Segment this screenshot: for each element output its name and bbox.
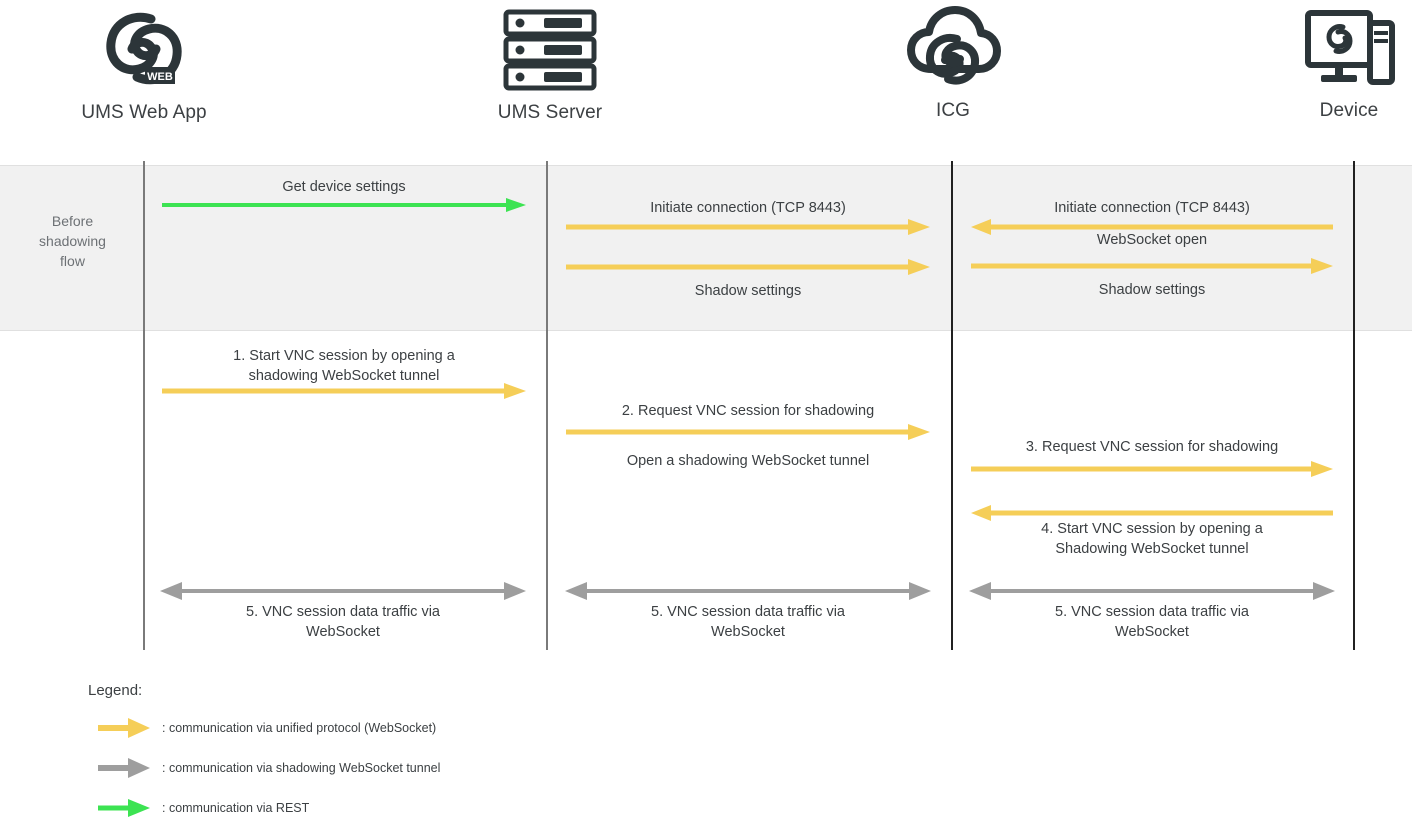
message-label-step-4: 4. Start VNC session by opening a Shadow… [1041,521,1263,557]
message-label-step-2: 2. Request VNC session for shadowing [621,403,875,419]
server-rack-icon [440,4,660,96]
message-arrow-step-5-b [565,582,931,600]
desktop-device-icon [1239,2,1412,94]
cloud-gateway-icon [843,2,1063,94]
message-arrow-get-device-settings [162,198,526,212]
message-arrow-step-1 [162,383,526,399]
message-arrow-step-3 [971,461,1333,477]
band-label-line-2: shadowing [39,233,106,249]
message-arrow-step-5-a [160,582,526,600]
message-label-open-shadowing-tunnel: Open a shadowing WebSocket tunnel [626,453,870,469]
message-arrow-initiate-connection-device [971,219,1333,235]
legend-arrow-shadowing-tunnel-icon [98,757,150,779]
before-shadowing-flow-band [0,165,1412,331]
before-shadowing-flow-label: Before shadowing flow [5,211,140,271]
message-label-shadow-settings-device: Shadow settings [1098,282,1206,298]
message-arrow-step-5-c [969,582,1335,600]
lifeline-ums-web-app [143,161,145,650]
message-label-step-1: 1. Start VNC session by opening a shadow… [233,348,455,384]
legend-text-rest: : communication via REST [162,801,310,815]
legend-title: Legend: [88,682,143,699]
message-label-step-5-a: 5. VNC session data traffic via WebSocke… [246,604,440,640]
message-label-step-5-b: 5. VNC session data traffic via WebSocke… [651,604,845,640]
message-label-get-device-settings: Get device settings [282,179,406,195]
message-label-shadow-settings-server: Shadow settings [694,283,802,299]
actor-icg[interactable]: ICG [843,2,1063,122]
lifeline-ums-server [546,161,548,650]
actor-ums-server[interactable]: UMS Server [440,4,660,124]
svg-text:WEB: WEB [147,71,173,83]
message-arrow-shadow-settings-server [566,259,930,275]
band-label-line-1: Before [51,213,94,229]
legend-text-shadowing-tunnel: : communication via shadowing WebSocket … [162,761,441,775]
message-label-step-3: 3. Request VNC session for shadowing [1025,439,1279,455]
message-label-websocket-open: WebSocket open [1096,232,1208,248]
legend-text-unified-protocol: : communication via unified protocol (We… [162,721,437,735]
actor-device[interactable]: Device [1239,2,1412,122]
actor-label-icg: ICG [935,100,971,121]
message-label-initiate-connection-server: Initiate connection (TCP 8443) [650,200,846,216]
actor-label-ums-server: UMS Server [497,102,603,123]
actor-label-device: Device [1319,100,1379,121]
lifeline-device [1353,161,1355,650]
legend-arrow-unified-protocol-icon [98,717,150,739]
message-arrow-step-2 [566,424,930,440]
legend-item-unified-protocol: : communication via unified protocol (We… [98,717,436,739]
message-label-step-5-c: 5. VNC session data traffic via WebSocke… [1055,604,1249,640]
band-label-line-3: flow [60,253,85,269]
legend-item-rest: : communication via REST [98,797,309,819]
message-arrow-shadow-settings-device [971,258,1333,274]
lifeline-icg [951,161,953,650]
message-arrow-step-4 [971,505,1333,521]
ums-web-app-logo-icon: WEB [34,4,254,96]
legend-arrow-rest-icon [98,797,150,819]
actor-label-ums-web-app: UMS Web App [81,102,207,123]
actor-ums-web-app[interactable]: WEB UMS Web App [34,4,254,124]
legend-item-shadowing-tunnel: : communication via shadowing WebSocket … [98,757,440,779]
message-arrow-initiate-connection-server [566,219,930,235]
message-label-initiate-connection-device: Initiate connection (TCP 8443) [1054,200,1250,216]
